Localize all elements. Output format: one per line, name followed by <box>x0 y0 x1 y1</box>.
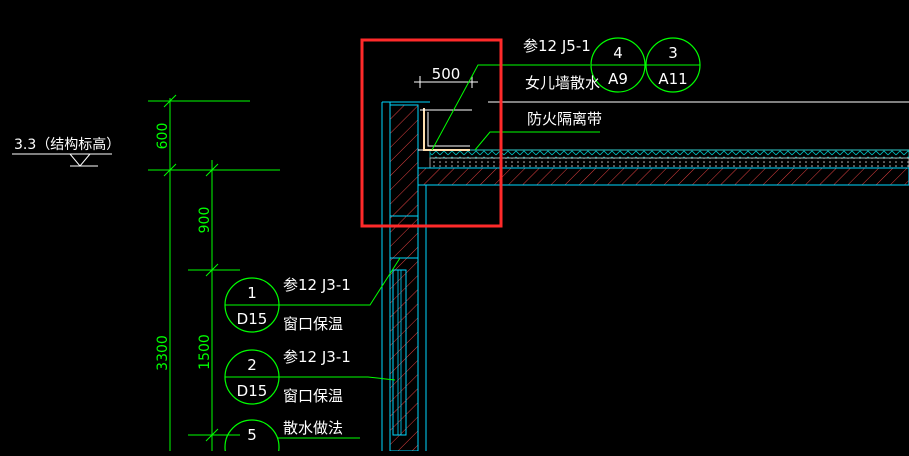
note-parapet-ref: 参12 J5-1 <box>523 37 591 55</box>
note-window-ref-2: 参12 J3-1 <box>283 348 351 366</box>
dimension-lines <box>148 94 280 451</box>
callout-1-d15[interactable]: 1 D15 <box>224 277 280 333</box>
callout-3-a11[interactable]: 3 A11 <box>645 37 701 93</box>
svg-text:5: 5 <box>247 426 257 444</box>
note-fire-strip: 防火隔离带 <box>527 110 602 128</box>
note-window-desc-2: 窗口保温 <box>283 387 343 405</box>
note-parapet-desc: 女儿墙散水 <box>525 74 600 92</box>
svg-text:4: 4 <box>613 44 623 62</box>
dim-floor-height: 3300 <box>155 335 171 371</box>
note-window-desc-1: 窗口保温 <box>283 315 343 333</box>
svg-text:A9: A9 <box>608 70 628 88</box>
note-drip-desc: 散水做法 <box>283 419 343 437</box>
highlight-frame <box>360 38 503 228</box>
leader-lines <box>278 64 600 439</box>
svg-text:3: 3 <box>668 44 678 62</box>
svg-text:1: 1 <box>247 284 257 302</box>
callout-4-a9[interactable]: 4 A9 <box>590 37 646 93</box>
parapet-flashing <box>420 108 472 151</box>
width-dimension <box>414 76 478 88</box>
dim-parapet-height: 600 <box>155 123 171 150</box>
roof-slab <box>417 101 909 186</box>
wall-section <box>381 101 430 452</box>
svg-text:A11: A11 <box>658 70 687 88</box>
elevation-label: 3.3（结构标高） <box>14 136 120 153</box>
callout-2-d15[interactable]: 2 D15 <box>224 349 280 405</box>
dim-window-height: 1500 <box>197 334 213 370</box>
svg-text:2: 2 <box>247 356 257 374</box>
svg-text:D15: D15 <box>237 310 268 328</box>
note-window-ref-1: 参12 J3-1 <box>283 276 351 294</box>
callout-5[interactable]: 5 <box>224 419 280 456</box>
svg-text:D15: D15 <box>237 382 268 400</box>
dim-parapet-width: 500 <box>432 65 461 83</box>
dim-upper-gap: 900 <box>197 207 213 234</box>
elevation-marker: 3.3（结构标高） <box>12 136 120 167</box>
